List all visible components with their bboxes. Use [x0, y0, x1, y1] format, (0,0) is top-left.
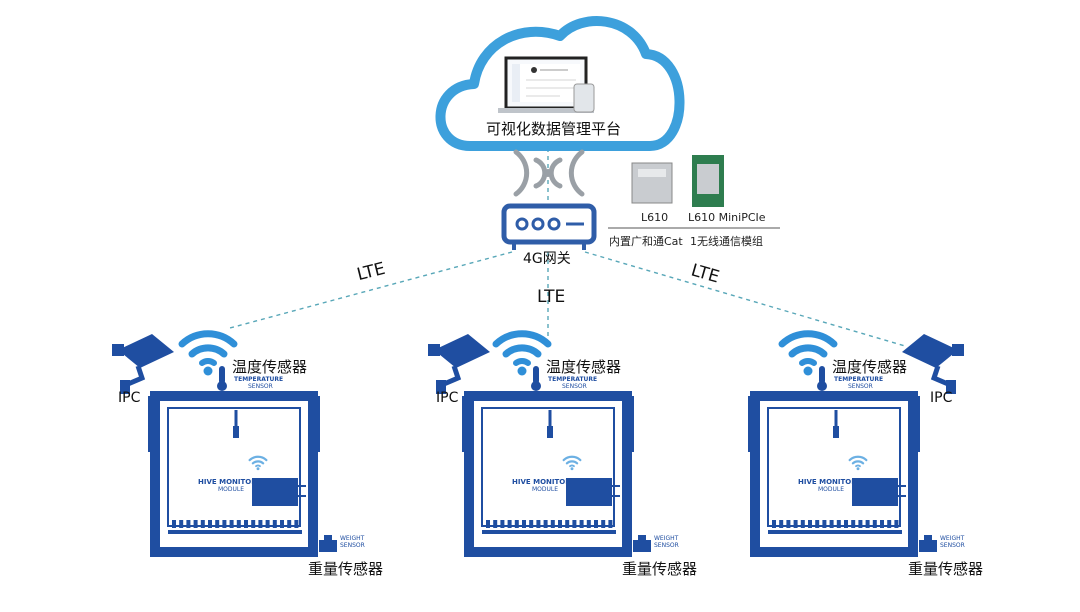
- weight-sensor-en-1: WEIGHT: [340, 535, 365, 542]
- weight-sensor-icon: [319, 535, 337, 552]
- ipc-label: IPC: [436, 390, 459, 406]
- hive-monitor-label-2: MODULE: [218, 486, 245, 493]
- signal-icon: [513, 149, 585, 197]
- temp-sensor-en-1: TEMPERATURE: [234, 376, 284, 383]
- hive-monitor-label-1: HIVE MONITOR: [512, 478, 571, 486]
- ipc-camera-icon: [428, 334, 490, 394]
- weight-sensor-icon: [919, 535, 937, 552]
- hive-monitor-module: [566, 478, 612, 506]
- hive-monitor-label-2: MODULE: [818, 486, 845, 493]
- temp-sensor-en-2: SENSOR: [562, 383, 587, 390]
- ipc-label: IPC: [930, 390, 953, 406]
- lte-label-center: LTE: [537, 287, 566, 307]
- weight-sensor-icon: [633, 535, 651, 552]
- router-icon: [501, 203, 597, 250]
- thermometer-icon: [531, 366, 541, 391]
- temp-sensor-en-2: SENSOR: [848, 383, 873, 390]
- l610-module-icon: [631, 162, 673, 204]
- weight-sensor-label: 重量传感器: [308, 560, 384, 578]
- link-right: [584, 251, 906, 347]
- wifi-icon: [182, 334, 234, 376]
- module-caption-left: 内置广和通Cat: [609, 235, 683, 248]
- weight-sensor-label: 重量传感器: [622, 560, 698, 578]
- temp-sensor-label: 温度传感器: [232, 358, 308, 376]
- hive-node-2: [462, 334, 651, 557]
- ipc-camera-icon: [902, 334, 964, 394]
- wifi-icon: [496, 334, 548, 376]
- weight-sensor-en-2: SENSOR: [654, 542, 679, 549]
- temp-sensor-en-1: TEMPERATURE: [834, 376, 884, 383]
- thermometer-icon: [217, 366, 227, 391]
- weight-sensor-en-2: SENSOR: [940, 542, 965, 549]
- temp-sensor-en-2: SENSOR: [248, 383, 273, 390]
- weight-sensor-en-1: WEIGHT: [940, 535, 965, 542]
- hive-monitor-module: [852, 478, 898, 506]
- temp-sensor-label: 温度传感器: [546, 358, 622, 376]
- temp-sensor-label: 温度传感器: [832, 358, 908, 376]
- gateway-label: 4G网关: [523, 251, 571, 267]
- module1-label: L610: [641, 211, 669, 224]
- hive-node-1: [148, 334, 337, 557]
- hive-monitor-label-1: HIVE MONITOR: [798, 478, 857, 486]
- ipc-label: IPC: [118, 390, 141, 406]
- minipcie-module-icon: [692, 155, 724, 207]
- hive-monitor-module: [252, 478, 298, 506]
- weight-sensor-en-1: WEIGHT: [654, 535, 679, 542]
- temp-sensor-en-1: TEMPERATURE: [548, 376, 598, 383]
- laptop-icon: [498, 56, 595, 113]
- hive-monitor-label-2: MODULE: [532, 486, 559, 493]
- hive-node-3: [748, 334, 937, 557]
- ipc-camera-icon: [112, 334, 174, 394]
- weight-sensor-en-2: SENSOR: [340, 542, 365, 549]
- hive-monitor-label-1: HIVE MONITOR: [198, 478, 257, 486]
- wifi-icon: [782, 334, 834, 376]
- link-left: [229, 251, 513, 329]
- thermometer-icon: [817, 366, 827, 391]
- module2-label: L610 MiniPCIe: [688, 211, 766, 224]
- cloud-platform-label: 可视化数据管理平台: [486, 120, 622, 138]
- module-caption-right: 1无线通信模组: [690, 235, 763, 248]
- weight-sensor-label: 重量传感器: [908, 560, 984, 578]
